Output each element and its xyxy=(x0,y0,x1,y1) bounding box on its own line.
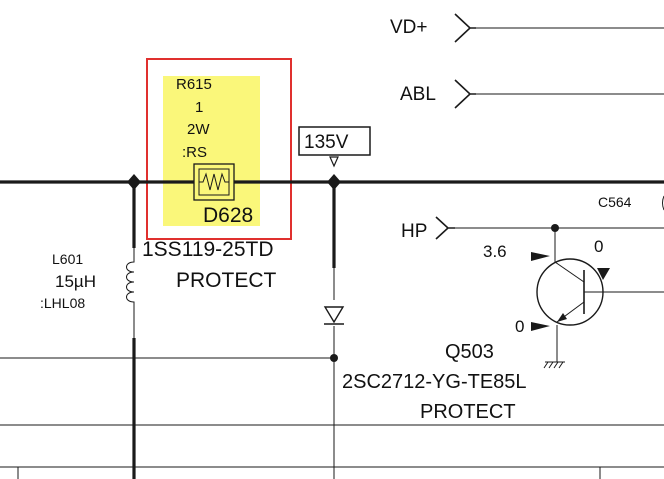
q503-collector-line xyxy=(554,261,585,283)
r615-value: 1 xyxy=(195,99,203,116)
q503-part: 2SC2712-YG-TE85L xyxy=(342,371,527,393)
abl-connector-icon xyxy=(454,79,476,109)
q503-ground-icon xyxy=(543,325,565,369)
d628-part: 1SS119-25TD xyxy=(142,238,274,261)
voltage-label: 135V xyxy=(304,132,349,153)
l601-part: :LHL08 xyxy=(40,295,85,311)
r615-power: 2W xyxy=(187,121,210,138)
junction-node-lower xyxy=(330,354,338,362)
d628-note: PROTECT xyxy=(176,269,277,292)
junction-node-right xyxy=(327,174,341,190)
highlight-region xyxy=(163,76,260,226)
l601-ref: L601 xyxy=(52,251,83,267)
junction-node-hp xyxy=(551,224,559,232)
voltage-box xyxy=(298,126,371,156)
l601-inductor-icon[interactable] xyxy=(126,248,135,338)
q503-note: PROTECT xyxy=(420,401,516,423)
selection-box[interactable] xyxy=(146,58,292,240)
q503-probe-base-icon xyxy=(531,252,550,261)
voltage-marker xyxy=(329,156,339,168)
q503-emitter-arrow-icon xyxy=(557,313,567,322)
diode-icon[interactable] xyxy=(323,306,345,324)
q503-base-voltage: 3.6 xyxy=(483,242,507,261)
q503-collector-voltage: 0 xyxy=(594,237,603,256)
r615-ref: R615 xyxy=(176,76,212,93)
q503-probe-collector-icon xyxy=(597,268,610,280)
q503-probe-emitter-icon xyxy=(531,322,550,331)
r615-type: :RS xyxy=(182,144,207,161)
r615-zigzag-icon xyxy=(199,172,229,191)
q503-transistor-icon[interactable] xyxy=(536,258,604,326)
q503-ref: Q503 xyxy=(445,341,494,363)
q503-emitter-voltage: 0 xyxy=(515,317,524,336)
abl-label: ABL xyxy=(400,84,436,105)
hp-label: HP xyxy=(401,221,427,242)
c564-label: C564 xyxy=(598,194,632,210)
vd-plus-label: VD+ xyxy=(390,17,428,38)
d628-ref: D628 xyxy=(203,204,253,227)
vd-connector-icon xyxy=(454,13,476,43)
l601-value: 15µH xyxy=(55,272,96,291)
hp-connector-icon xyxy=(435,216,455,240)
junction-node-left xyxy=(127,174,141,190)
